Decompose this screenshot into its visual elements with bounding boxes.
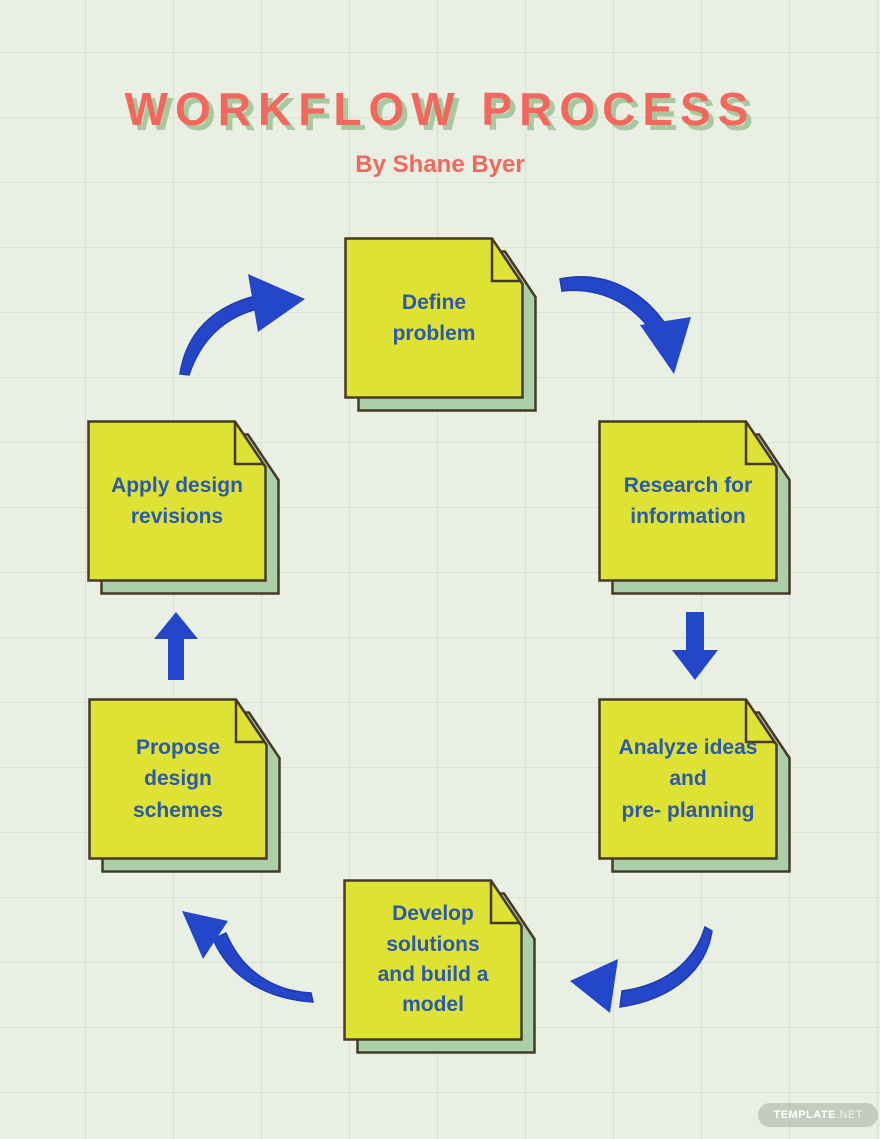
note-text: Apply design revisions [111, 473, 243, 529]
curved-arrow-up-left-icon [182, 911, 314, 1003]
note-text: Propose design schemes [133, 735, 223, 822]
sticky-note-icon [598, 698, 791, 873]
sticky-note-icon [343, 879, 536, 1054]
sticky-note-icon [87, 420, 280, 595]
curved-arrow-up-right-icon [179, 274, 305, 376]
watermark-brand-text: TEMPLATE [773, 1109, 836, 1121]
page-subtitle: By Shane Byer [355, 151, 525, 178]
note-research-information: Research for information [598, 420, 791, 596]
note-analyze-ideas: Analyze ideas and pre- planning [598, 698, 791, 874]
note-text: Research for information [623, 473, 753, 529]
note-text: Develop solutions and build a model [377, 902, 489, 1017]
note-text: Analyze ideas and pre- planning [618, 735, 758, 822]
watermark-domain-text: .NET [835, 1109, 863, 1121]
sticky-note-icon [598, 420, 791, 595]
straight-arrow-up-icon [154, 612, 198, 680]
curved-arrow-down-right-icon [559, 276, 691, 374]
note-propose-schemes: Propose design schemes [88, 698, 281, 874]
note-text: Define problem [392, 290, 476, 346]
curved-arrow-down-left-icon [570, 925, 713, 1013]
template-net-watermark: TEMPLATE.NET [758, 1103, 878, 1127]
note-develop-solutions: Develop solutions and build a model [343, 879, 536, 1055]
sticky-note-icon [344, 237, 537, 412]
note-define-problem: Define problem [344, 237, 537, 413]
straight-arrow-down-icon [672, 612, 718, 680]
sticky-note-icon [88, 698, 281, 873]
page-title: WORKFLOW PROCESS [124, 83, 756, 135]
note-apply-revisions: Apply design revisions [87, 420, 280, 596]
